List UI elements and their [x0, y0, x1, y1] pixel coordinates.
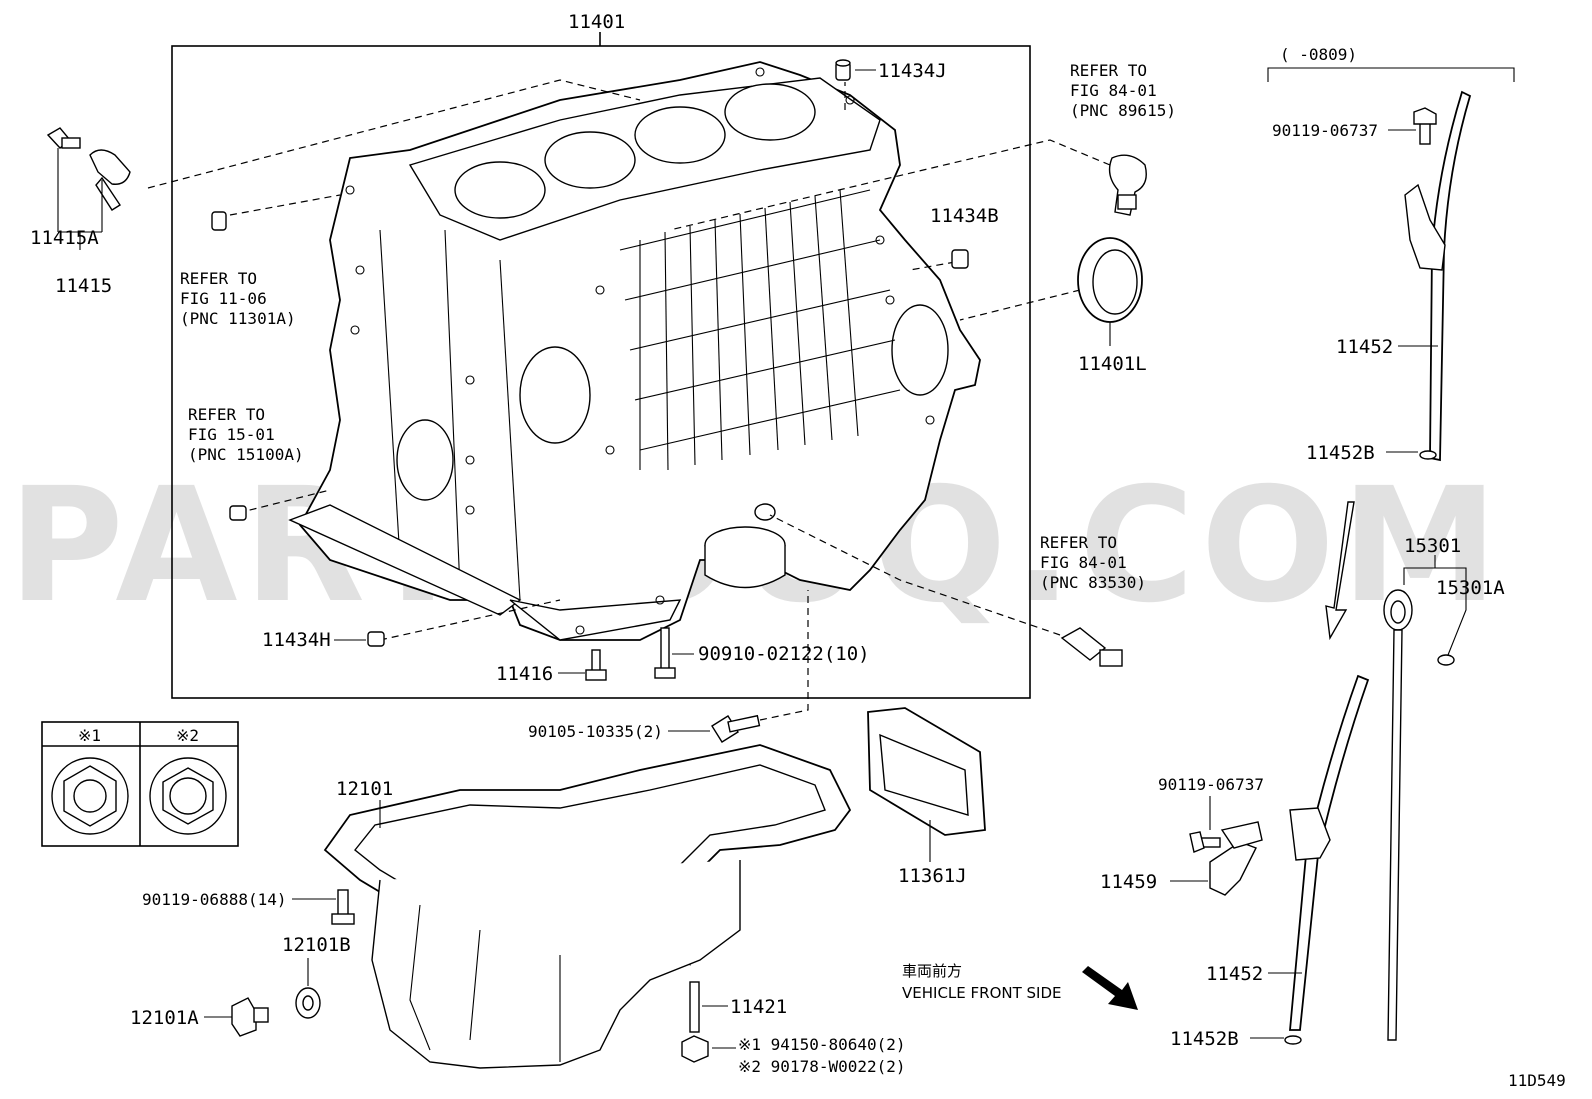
gasket-12101B[interactable] — [295, 987, 321, 1019]
label-12101A: 12101A — [130, 1007, 199, 1029]
label-11452B-lower: 11452B — [1170, 1028, 1239, 1050]
label-11401L: 11401L — [1078, 353, 1147, 375]
bolt-90119-06737-lower[interactable] — [1189, 831, 1221, 853]
front-side-jp: 車両前方 — [902, 962, 962, 980]
legend-mark-2: ※2 — [176, 726, 199, 745]
pin-11434B[interactable] — [951, 249, 969, 269]
label-11452-upper: 11452 — [1336, 336, 1393, 358]
bracket-11459[interactable] — [1209, 821, 1263, 896]
bolt-90119-06888[interactable] — [331, 889, 355, 925]
label-12101: 12101 — [336, 778, 393, 800]
label-15301: 15301 — [1404, 535, 1461, 557]
label-90178: ※2 90178-W0022(2) — [738, 1057, 906, 1076]
oil-pressure-switch[interactable] — [1060, 627, 1123, 667]
label-11452-lower: 11452 — [1206, 963, 1263, 985]
svg-text:(PNC 11301A): (PNC 11301A) — [180, 309, 296, 328]
label-11459: 11459 — [1100, 871, 1157, 893]
baffle-11361J[interactable] — [867, 707, 986, 836]
label-11434H: 11434H — [262, 629, 331, 651]
svg-text:REFER TO: REFER TO — [188, 405, 265, 424]
block-assembly-frame — [171, 45, 1031, 699]
label-11361J: 11361J — [898, 865, 967, 887]
leader-lines — [147, 79, 1111, 973]
svg-text:(PNC 89615): (PNC 89615) — [1070, 101, 1176, 120]
oil-filter-boss — [704, 503, 786, 589]
sensor-11415[interactable] — [46, 127, 131, 211]
dipstick-guide-11452-lower[interactable] — [1289, 674, 1370, 1031]
vehicle-front-indicator: 車両前方 VEHICLE FRONT SIDE — [902, 962, 1138, 1010]
svg-text:(PNC 83530): (PNC 83530) — [1040, 573, 1146, 592]
svg-text:FIG 84-01: FIG 84-01 — [1040, 553, 1127, 572]
label-11416: 11416 — [496, 663, 553, 685]
knock-sensor-89615[interactable] — [1108, 154, 1147, 216]
svg-text:(PNC 15100A): (PNC 15100A) — [188, 445, 304, 464]
label-12101B: 12101B — [282, 934, 351, 956]
svg-text:REFER TO: REFER TO — [1040, 533, 1117, 552]
pin-11434H[interactable] — [367, 631, 385, 647]
refer-83530: REFER TO FIG 84-01 (PNC 83530) — [1040, 533, 1146, 592]
label-11401: 11401 — [568, 11, 625, 33]
label-11415A: 11415A — [30, 227, 99, 249]
label-11415: 11415 — [55, 275, 112, 297]
label-94150: ※1 94150-80640(2) — [738, 1035, 906, 1054]
bolt-90105[interactable] — [711, 714, 761, 743]
front-side-en: VEHICLE FRONT SIDE — [902, 984, 1062, 1002]
front-arrow-icon — [1082, 966, 1138, 1010]
label-11421: 11421 — [730, 996, 787, 1018]
label-90119-06737-lower: 90119-06737 — [1158, 775, 1264, 794]
label-90105: 90105-10335(2) — [528, 722, 663, 741]
svg-text:( -0809): ( -0809) — [1280, 45, 1357, 64]
label-15301A: 15301A — [1436, 577, 1505, 599]
oring-11452B-lower[interactable] — [1284, 1035, 1302, 1045]
bolt-90910[interactable] — [654, 627, 676, 679]
refer-11301A: REFER TO FIG 11-06 (PNC 11301A) — [180, 269, 296, 328]
label-11452B-upper: 11452B — [1306, 442, 1375, 464]
label-90119-06888: 90119-06888(14) — [142, 890, 287, 909]
dipstick-15301[interactable] — [1383, 589, 1413, 1041]
pin-refer-15100A[interactable] — [229, 505, 247, 521]
oring-15301A[interactable] — [1437, 654, 1455, 666]
oil-pan-12101[interactable] — [323, 744, 852, 1069]
oil-seal-11401L[interactable] — [1077, 237, 1143, 323]
label-90119-06737-upper: 90119-06737 — [1272, 121, 1378, 140]
refer-89615: REFER TO FIG 84-01 (PNC 89615) — [1070, 61, 1176, 120]
stud-11421[interactable] — [681, 981, 709, 1063]
label-90910: 90910-02122(10) — [698, 643, 870, 665]
svg-text:REFER TO: REFER TO — [180, 269, 257, 288]
svg-text:FIG 11-06: FIG 11-06 — [180, 289, 267, 308]
svg-text:FIG 84-01: FIG 84-01 — [1070, 81, 1157, 100]
drain-plug-12101A[interactable] — [231, 997, 269, 1037]
bolt-90119-06737-upper[interactable] — [1413, 107, 1437, 145]
label-11434B: 11434B — [930, 205, 999, 227]
label-11434J: 11434J — [878, 60, 947, 82]
legend-mark-1: ※1 — [78, 726, 101, 745]
pin-11434J[interactable] — [835, 59, 851, 81]
diagram-code: 11D549 — [1508, 1071, 1566, 1090]
oring-11452B-upper[interactable] — [1419, 450, 1437, 460]
bolt-11416[interactable] — [585, 649, 607, 681]
pin-refer-11301A[interactable] — [211, 211, 227, 231]
dipstick-guide-11452-upper[interactable] — [1404, 90, 1472, 462]
svg-text:FIG 15-01: FIG 15-01 — [188, 425, 275, 444]
down-arrow-icon — [1325, 501, 1355, 641]
refer-15100A: REFER TO FIG 15-01 (PNC 15100A) — [188, 405, 304, 464]
svg-text:REFER TO: REFER TO — [1070, 61, 1147, 80]
legend-boxes: ※1 ※2 — [41, 721, 239, 847]
cylinder-block[interactable] — [288, 61, 981, 641]
date-bracket: ( -0809) — [1267, 45, 1515, 82]
